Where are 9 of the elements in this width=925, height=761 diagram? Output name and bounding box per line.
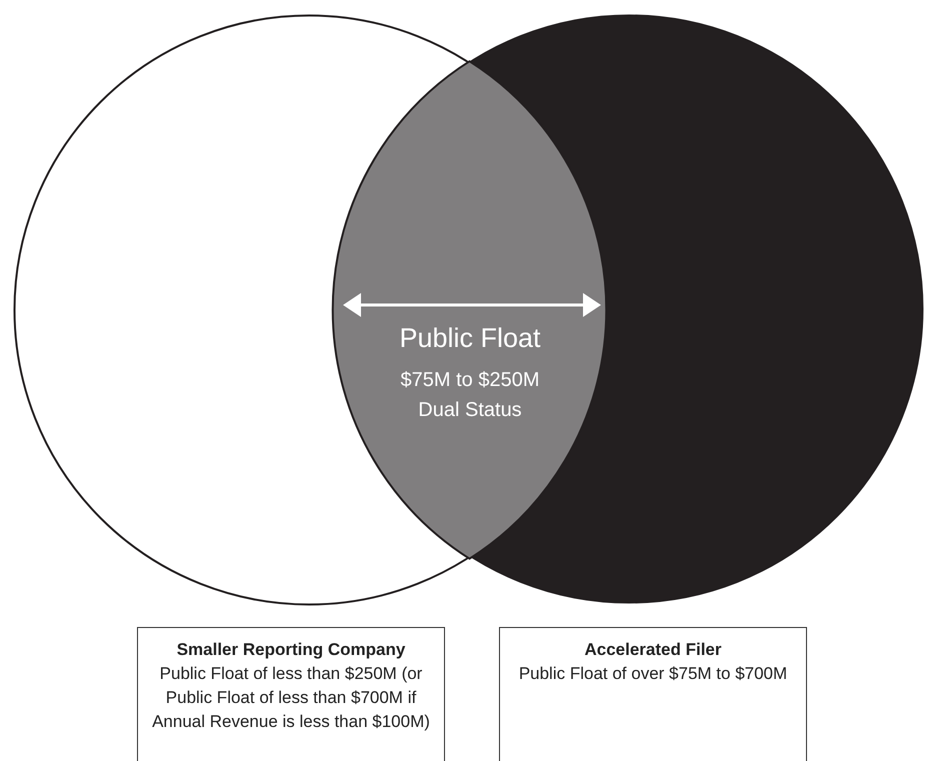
- text-box: [499, 627, 807, 761]
- box-description: Public Float of less than $250M (or Public Float of less than $700M if Annual Revenue is less than $100M): [151, 663, 431, 733]
- text-box: [137, 627, 445, 761]
- overlap-title: Public Float: [399, 323, 541, 353]
- box-heading: Smaller Reporting Company: [176, 639, 406, 661]
- box-description: Public Float of over $75M to $700M: [518, 663, 788, 685]
- box-heading: Accelerated Filer: [584, 639, 722, 661]
- status-label: Dual Status: [418, 399, 522, 421]
- range-label: $75M to $250M: [400, 369, 540, 391]
